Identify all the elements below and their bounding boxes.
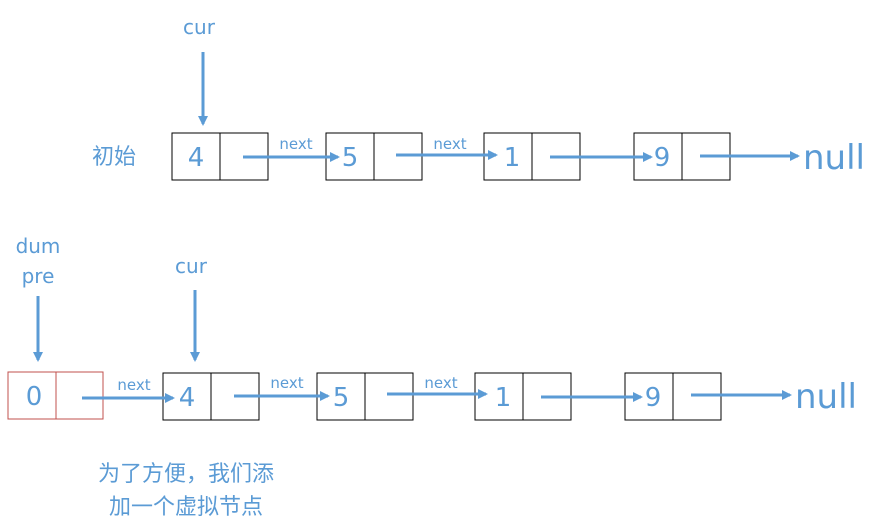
bottom-node-4: 9 (624, 372, 722, 421)
top-node-2-value: 5 (342, 143, 359, 173)
top-next-label-2: next (433, 135, 466, 153)
bottom-cur-label: cur (175, 254, 208, 278)
caption-line-2: 加一个虚拟节点 (109, 495, 263, 520)
dummy-node: 0 (7, 371, 104, 420)
bottom-node-2-value: 5 (333, 383, 350, 413)
top-node-1: 4 (171, 132, 269, 181)
top-node-4-value: 9 (654, 143, 671, 173)
bottom-node-4-value: 9 (645, 383, 662, 413)
bottom-next-label-2: next (424, 374, 457, 392)
bottom-node-1-value: 4 (179, 383, 196, 413)
top-node-3-value: 1 (504, 143, 521, 173)
dummy-label-dum: dum (16, 234, 61, 258)
caption-line-1: 为了方便，我们添 (98, 462, 274, 487)
dummy-node-value: 0 (26, 382, 43, 412)
top-node-1-value: 4 (188, 143, 205, 173)
top-next-label-1: next (279, 135, 312, 153)
bottom-node-2: 5 (316, 372, 414, 421)
bottom-next-label-1: next (270, 374, 303, 392)
bottom-next-label-0: next (117, 376, 150, 394)
bottom-null-label: null (795, 377, 857, 417)
top-cur-label: cur (183, 15, 216, 39)
dummy-label-pre: pre (22, 264, 55, 288)
bottom-node-3-value: 1 (495, 383, 512, 413)
top-list-label: 初始 (92, 145, 136, 170)
top-null-label: null (803, 138, 865, 178)
